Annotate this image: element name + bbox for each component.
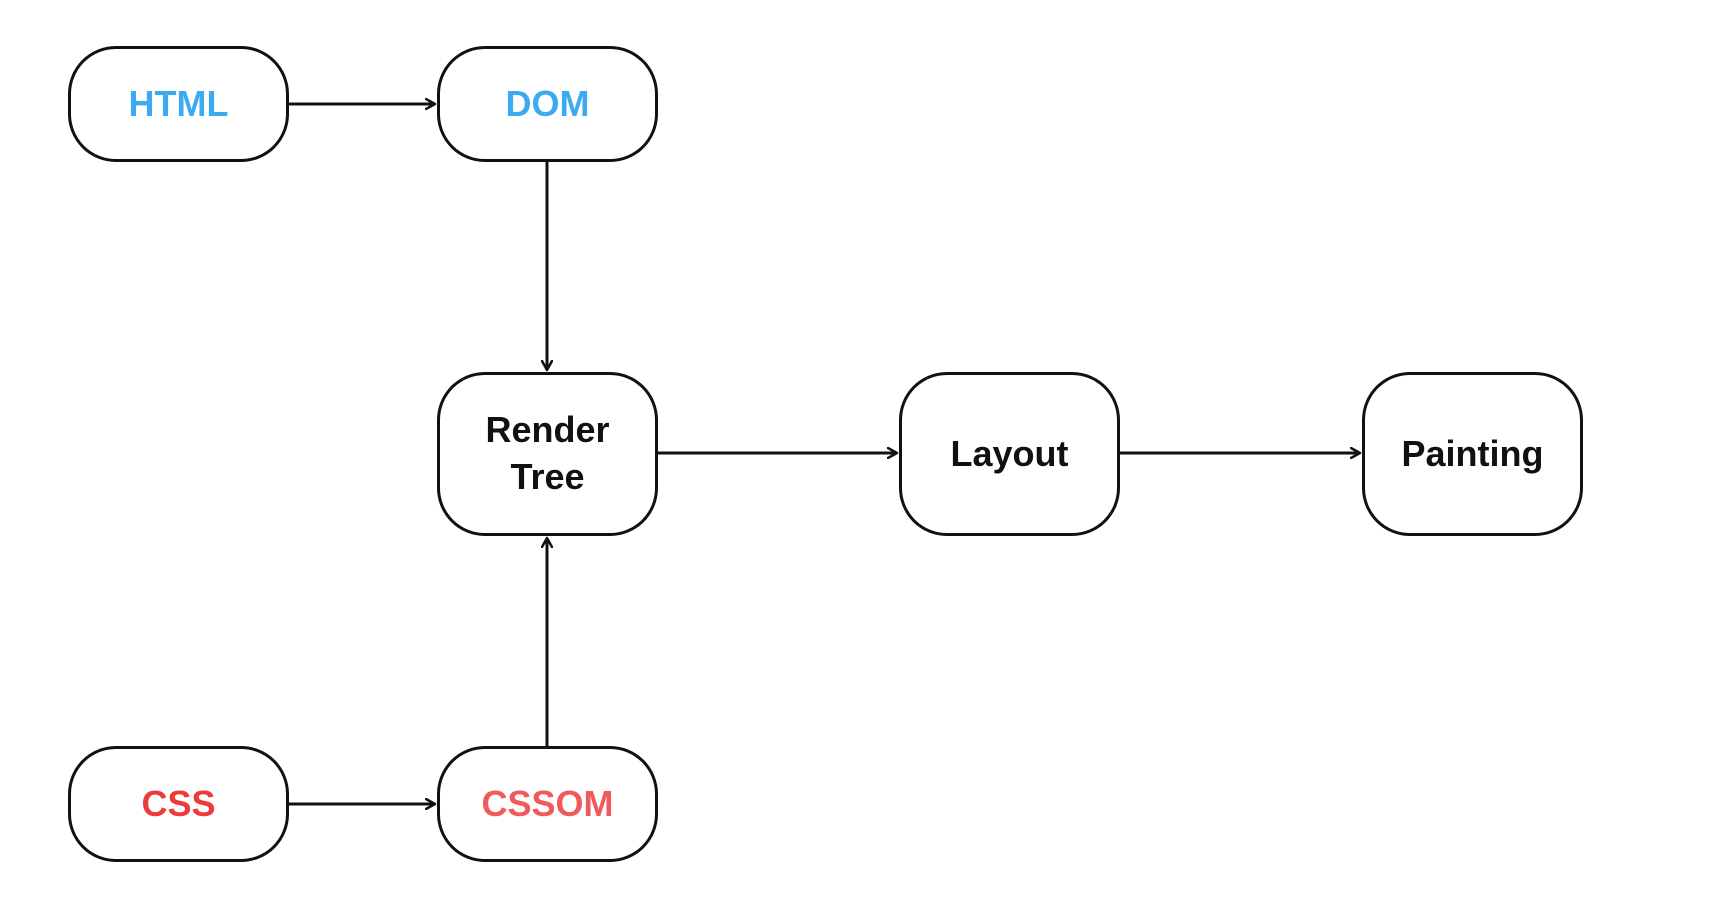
node-css: CSS bbox=[68, 746, 289, 862]
node-html-label: HTML bbox=[128, 82, 229, 124]
node-css-label: CSS bbox=[141, 782, 216, 824]
node-painting: Painting bbox=[1362, 372, 1583, 536]
node-html: HTML bbox=[68, 46, 289, 162]
node-cssom-label: CSSOM bbox=[481, 782, 614, 824]
node-layout: Layout bbox=[899, 372, 1120, 536]
node-layout-label: Layout bbox=[950, 432, 1069, 474]
node-render-tree-label: Render Tree bbox=[485, 409, 610, 497]
node-render-tree: Render Tree bbox=[437, 372, 658, 536]
node-cssom: CSSOM bbox=[437, 746, 658, 862]
node-painting-label: Painting bbox=[1401, 432, 1544, 474]
node-dom: DOM bbox=[437, 46, 658, 162]
node-dom-label: DOM bbox=[505, 82, 590, 124]
